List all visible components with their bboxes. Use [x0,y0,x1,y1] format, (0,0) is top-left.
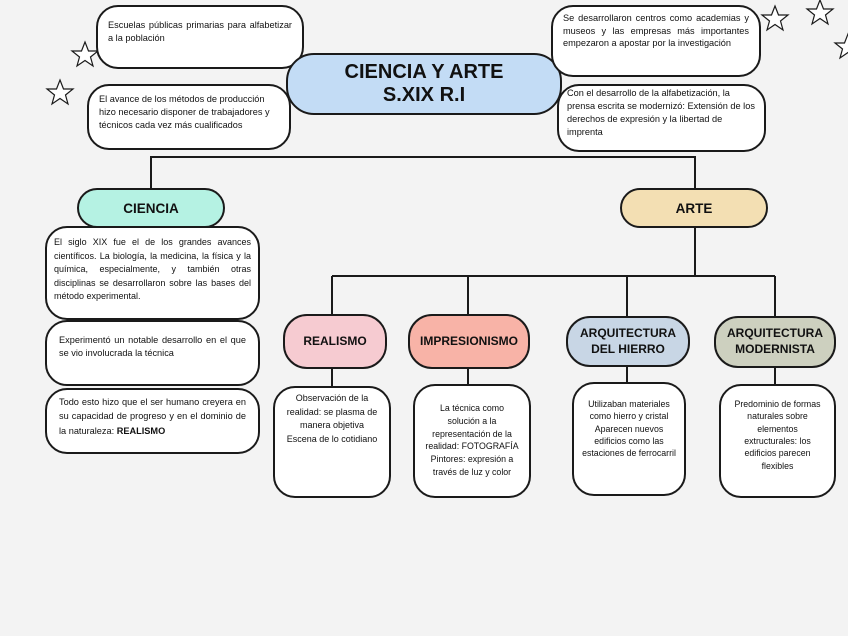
ciencia-note-avances: El siglo XIX fue el de los grandes avanc… [45,226,260,320]
star-icon [45,78,75,106]
arte-node: ARTE [620,188,768,228]
arquitectura-hierro-node: ARQUITECTURA DEL HIERRO [566,316,690,367]
realismo-desc: Observación de la realidad: se plasma de… [273,386,391,498]
ciencia-note-tecnica: Experimentó un notable desarrollo en el … [45,320,260,386]
note-metodos-produccion: El avance de los métodos de producción h… [87,84,291,150]
note-text: Todo esto hizo que el ser humano creyera… [59,397,246,436]
arquitectura-hierro-desc: Utilizaban materiales como hierro y cris… [572,382,686,496]
star-icon [70,40,100,68]
arquitectura-modernista-desc: Predominio de formas naturales sobre ele… [719,384,836,498]
arquitectura-modernista-node: ARQUITECTURA MODERNISTA [714,316,836,368]
star-icon [760,4,790,32]
impresionismo-node: IMPRESIONISMO [408,314,530,369]
star-icon [805,0,835,26]
note-escuelas: Escuelas públicas primarias para alfabet… [96,5,304,69]
impresionismo-desc: La técnica como solución a la representa… [413,384,531,498]
note-bold-realismo: REALISMO [116,425,166,436]
note-centros: Se desarrollaron centros como academias … [551,5,761,77]
note-prensa: Con el desarrollo de la alfabetización, … [557,84,766,152]
ciencia-note-realismo: Todo esto hizo que el ser humano creyera… [45,388,260,454]
realismo-node: REALISMO [283,314,387,369]
page-title: CIENCIA Y ARTE S.XIX R.I [286,53,562,115]
star-icon [833,32,848,60]
ciencia-node: CIENCIA [77,188,225,228]
